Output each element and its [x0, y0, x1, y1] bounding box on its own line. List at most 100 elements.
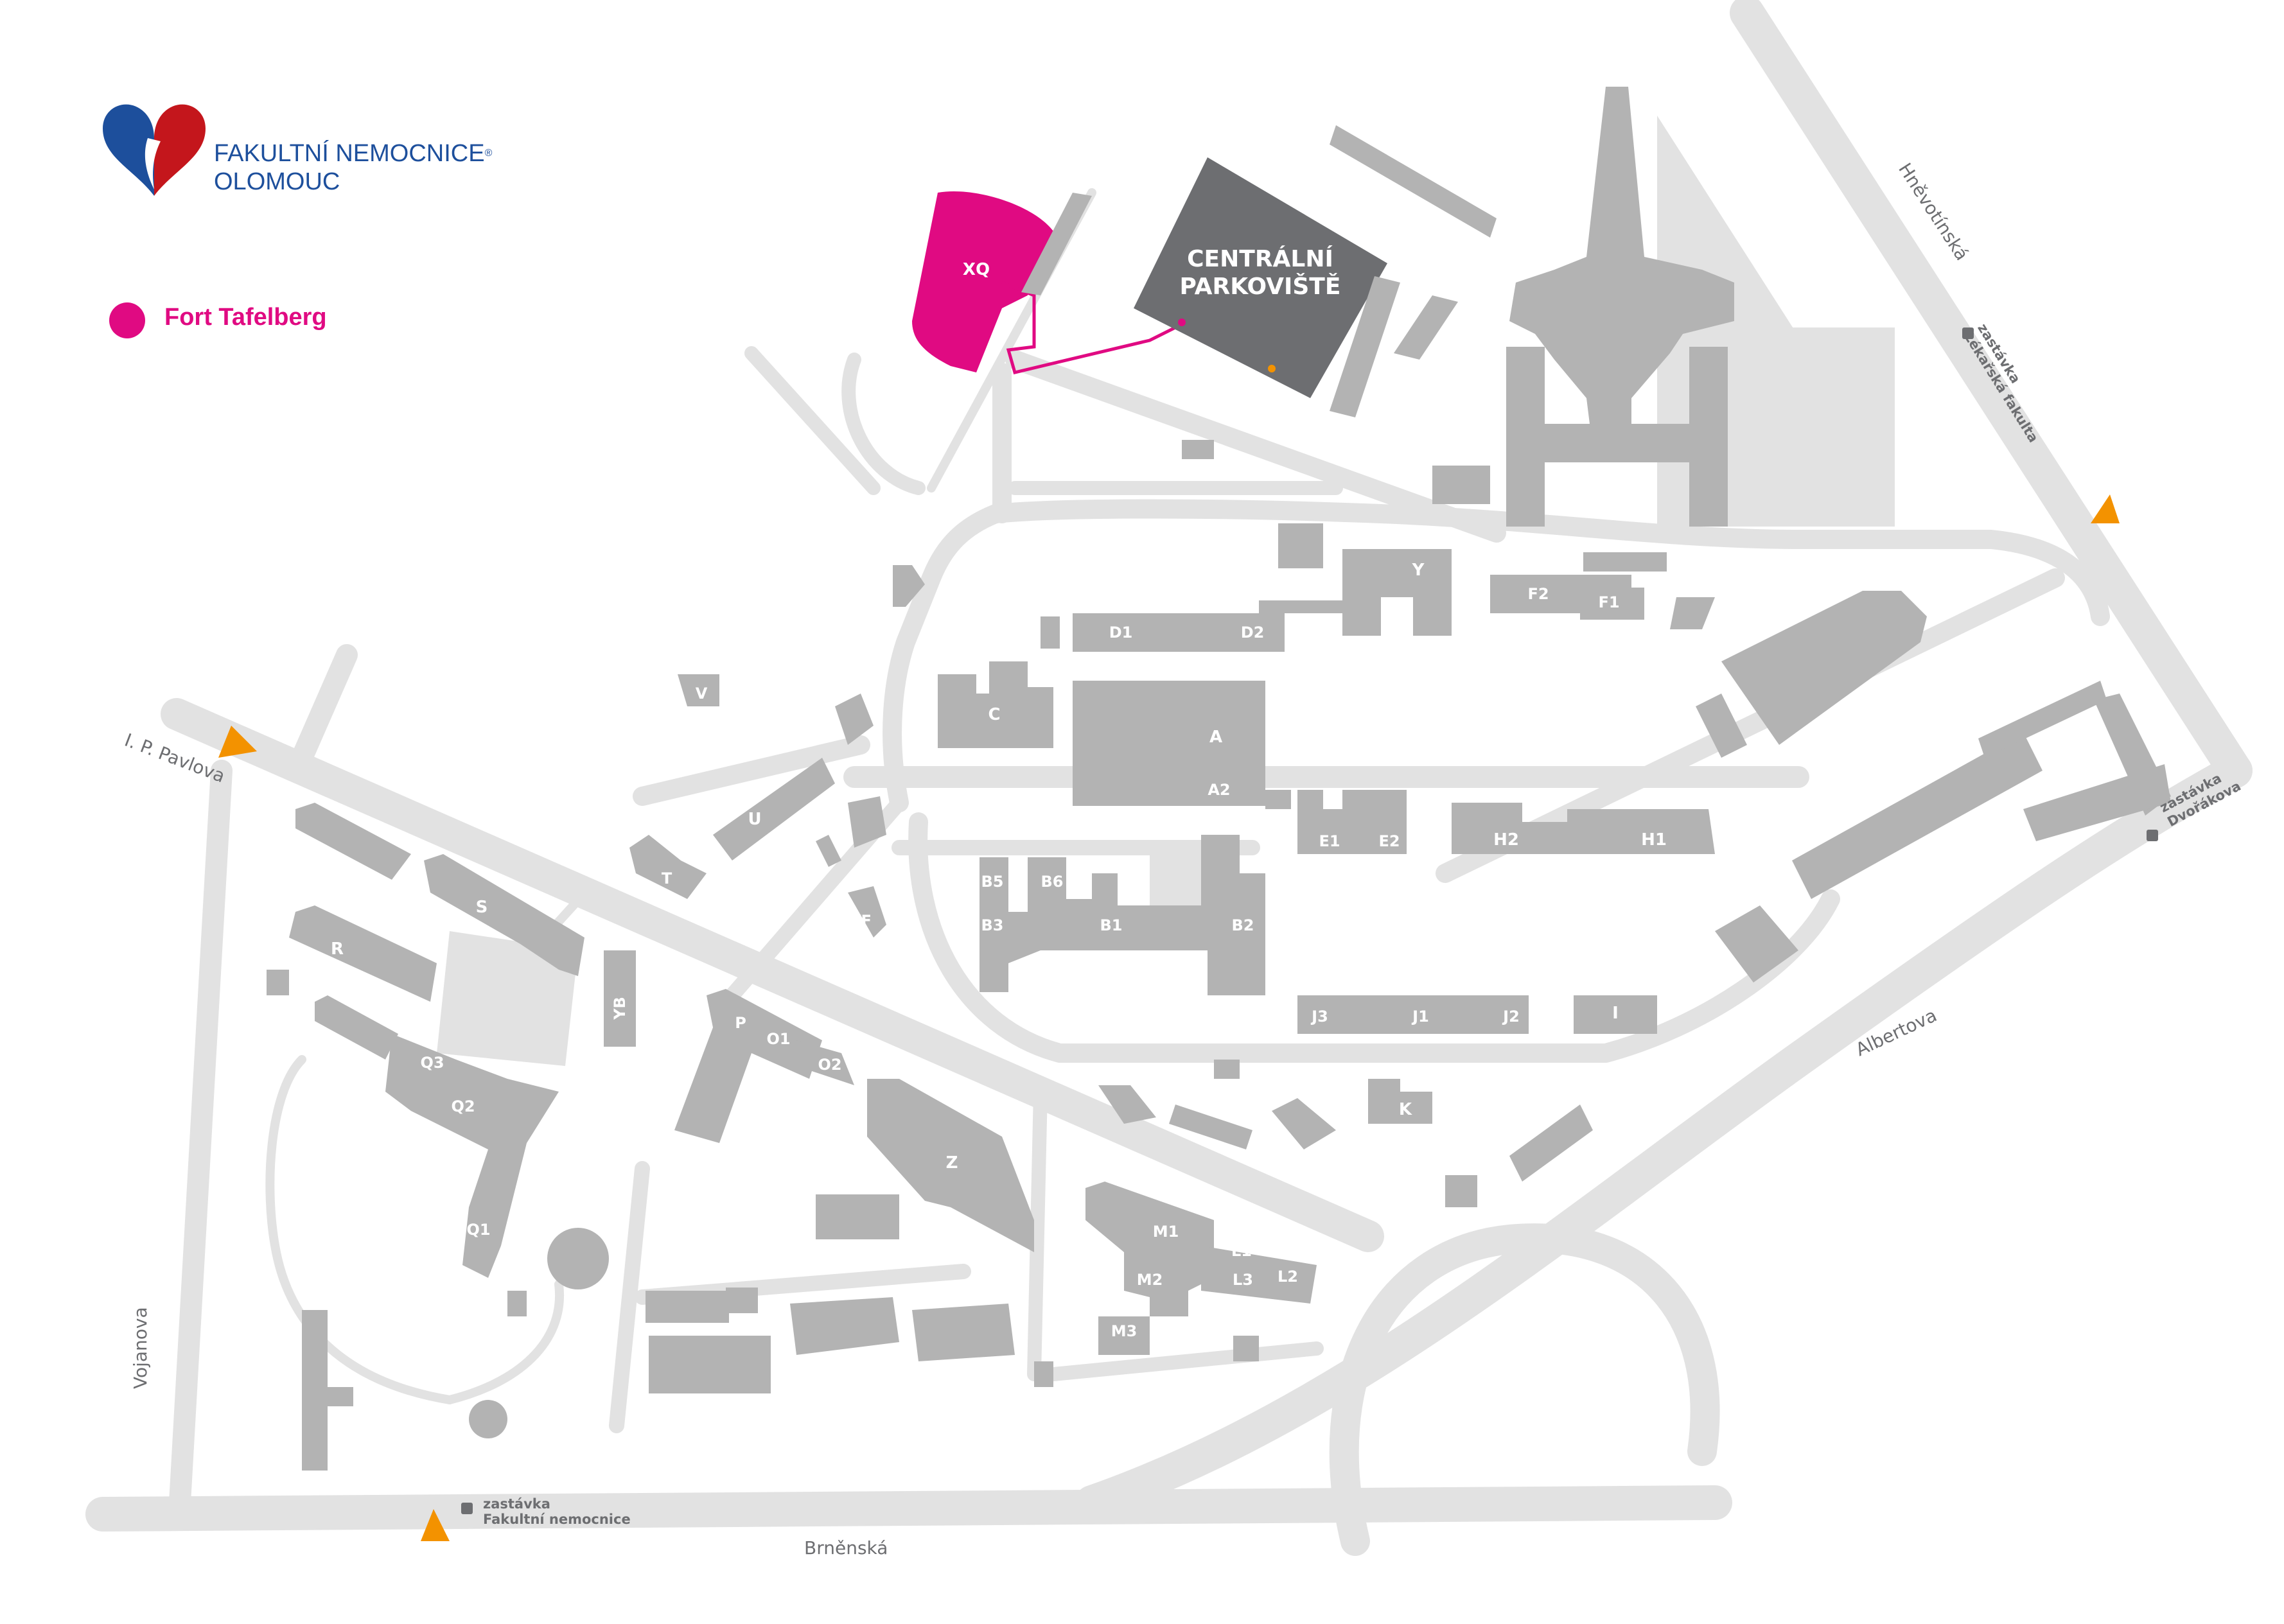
label-b6: B6 [1041, 873, 1064, 891]
street-label-vojanova: Vojanova [130, 1307, 151, 1389]
stop-label-fn-name: Fakultní nemocnice [483, 1512, 631, 1527]
building-north-strip [1330, 125, 1497, 238]
label-e1: E1 [1319, 832, 1340, 850]
label-f1: F1 [1598, 593, 1619, 611]
label-m2: M2 [1137, 1271, 1163, 1289]
route-fort-tafelberg [1001, 281, 1183, 374]
label-d2: D2 [1241, 624, 1265, 642]
label-p: P [735, 1014, 746, 1032]
brand-registered-mark: ® [484, 148, 493, 159]
stop-marker-pavlova [218, 726, 257, 758]
building-q-small [507, 1291, 527, 1316]
road-hnevotinska [1730, 0, 2253, 788]
building-east-stair [1715, 905, 1798, 982]
building-small-1 [1182, 440, 1214, 459]
building-small-2 [1432, 466, 1490, 504]
label-v: V [696, 685, 708, 703]
road-south-middle [1027, 1085, 1048, 1381]
building-church-wing-w [1506, 347, 1545, 527]
label-b5: B5 [981, 873, 1004, 891]
building-east-upper [1978, 681, 2107, 758]
label-u: U [748, 810, 761, 829]
road-internal-west [883, 504, 1005, 812]
building-church-wing-e [1689, 347, 1728, 527]
label-b2: B2 [1232, 916, 1254, 934]
building-d-annex [1041, 616, 1060, 649]
label-a2: A2 [1208, 781, 1230, 799]
building-nw-4 [816, 835, 841, 867]
road-west-connector [633, 735, 870, 806]
label-l3: L3 [1233, 1271, 1253, 1289]
building-f1 [1580, 588, 1644, 620]
building-f-strip [1583, 552, 1667, 572]
road-brnenska [85, 1485, 1732, 1532]
label-m1: M1 [1153, 1223, 1179, 1241]
label-b1: B1 [1100, 916, 1123, 934]
path-park-south [445, 1280, 565, 1404]
label-q3: Q3 [420, 1054, 444, 1072]
bus-icon-dvorakova [2147, 830, 2158, 841]
building-south-7 [1034, 1361, 1053, 1387]
brand-name-line2: OLOMOUC [214, 168, 340, 195]
building-south-5 [790, 1297, 899, 1355]
building-z [867, 1079, 1034, 1252]
building-v [678, 674, 719, 706]
building-r-south [315, 995, 398, 1060]
building-k-west [1272, 1098, 1336, 1149]
road-south-m [1046, 1341, 1324, 1381]
label-a: A [1209, 728, 1222, 747]
label-yb: YB [611, 997, 629, 1020]
building-u [713, 758, 835, 860]
label-b3: B3 [981, 916, 1004, 934]
label-e2: E2 [1378, 832, 1400, 850]
label-l2: L2 [1278, 1268, 1298, 1286]
building-east-south [2023, 764, 2171, 841]
street-label-brnenska: Brněnská [804, 1537, 888, 1559]
building-xq-fort-tafelberg [912, 191, 1053, 372]
building-s-west [295, 803, 411, 880]
label-q2: Q2 [451, 1097, 475, 1115]
building-m3 [1098, 1316, 1150, 1355]
building-r-annex [267, 970, 289, 995]
label-d1: D1 [1109, 624, 1133, 642]
building-m-small [1233, 1336, 1259, 1361]
building-k [1368, 1079, 1432, 1124]
stop-marker-lekarska [2091, 494, 2120, 523]
building-south-6 [912, 1304, 1015, 1361]
label-i: I [1612, 1004, 1619, 1023]
parking-entry-dot [1268, 365, 1276, 372]
building-k-east [1509, 1104, 1593, 1182]
building-pavlova-1 [1098, 1085, 1156, 1124]
road-northwest-spur [744, 346, 881, 495]
road-xq-link [841, 353, 926, 495]
building-ne-large [1721, 591, 1927, 745]
building-e [1297, 790, 1407, 854]
road-pavlova [161, 698, 1384, 1252]
path-park-west [265, 1055, 454, 1404]
brand-name: FAKULTNÍ NEMOCNICE® OLOMOUC [214, 139, 492, 196]
building-south-4 [726, 1288, 758, 1313]
building-p [674, 989, 822, 1143]
label-l1: L1 [1231, 1242, 1252, 1260]
building-church-south [1542, 424, 1689, 462]
parking-label-line2: PARKOVIŠTĚ [1180, 273, 1341, 300]
building-y-annex [1278, 523, 1323, 568]
building-ne-small [1696, 694, 1747, 758]
route-endpoint-dot [1178, 319, 1186, 326]
building-o2 [796, 1040, 854, 1085]
building-north-slat-2 [1394, 295, 1458, 360]
building-yb [604, 950, 636, 1047]
building-s [424, 854, 584, 976]
building-f-small [1670, 597, 1715, 629]
road-vojanova-north [291, 644, 358, 769]
building-yf [848, 886, 886, 938]
stop-label-fn-word: zastávka [483, 1496, 550, 1512]
brand-name-line1: FAKULTNÍ NEMOCNICE [214, 140, 485, 167]
building-nw-3 [848, 796, 886, 848]
parking-label-line1: CENTRÁLNÍ [1187, 245, 1333, 272]
label-h1: H1 [1641, 830, 1667, 850]
building-pavlova-3 [1214, 1060, 1240, 1079]
building-m [1085, 1182, 1278, 1316]
building-east-long [1792, 732, 2042, 899]
